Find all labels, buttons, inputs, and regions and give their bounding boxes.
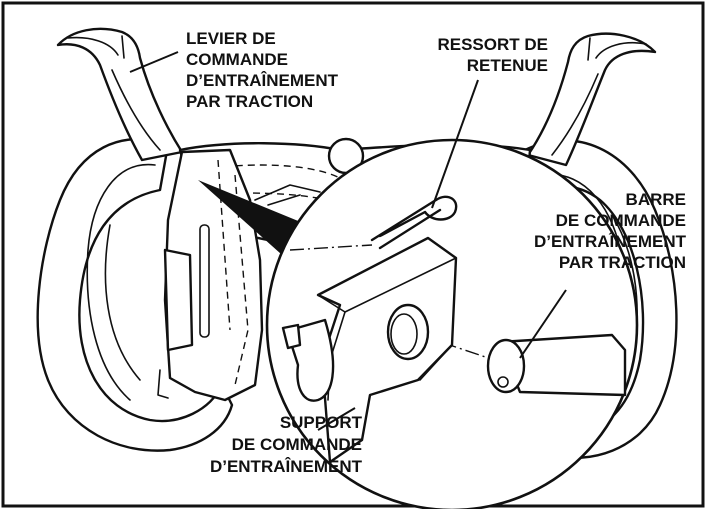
label-support-line-3: D’ENTRAÎNEMENT [210, 457, 363, 476]
label-spring: RESSORT DE RETENUE [437, 35, 548, 75]
leader-lever [129, 51, 179, 73]
label-bar-line-2: DE COMMANDE [556, 211, 686, 230]
label-support: SUPPORT DE COMMANDE D’ENTRAÎNEMENT [210, 413, 363, 476]
label-lever-line-2: COMMANDE [186, 50, 288, 69]
right-lever [526, 32, 657, 167]
leader-lines [129, 51, 567, 431]
leader-bar [519, 289, 567, 359]
label-lever-line-1: LEVIER DE [186, 29, 276, 48]
label-bar-line-4: PAR TRACTION [559, 253, 686, 272]
label-spring-line-2: RETENUE [467, 56, 548, 75]
label-bar-line-3: D’ENTRAÎNEMENT [534, 232, 687, 251]
label-lever-line-4: PAR TRACTION [186, 92, 313, 111]
label-lever-line-3: D’ENTRAÎNEMENT [186, 71, 339, 90]
leader-support [317, 407, 356, 431]
detail-content [281, 195, 627, 464]
label-bar: BARRE DE COMMANDE D’ENTRAÎNEMENT PAR TRA… [534, 190, 687, 272]
label-lever: LEVIER DE COMMANDE D’ENTRAÎNEMENT PAR TR… [186, 29, 339, 111]
left-lever [56, 27, 184, 162]
label-spring-line-1: RESSORT DE [437, 35, 548, 54]
label-support-line-1: SUPPORT [280, 413, 363, 432]
label-support-line-2: DE COMMANDE [232, 435, 362, 454]
leader-spring [431, 79, 479, 209]
label-bar-line-1: BARRE [626, 190, 686, 209]
